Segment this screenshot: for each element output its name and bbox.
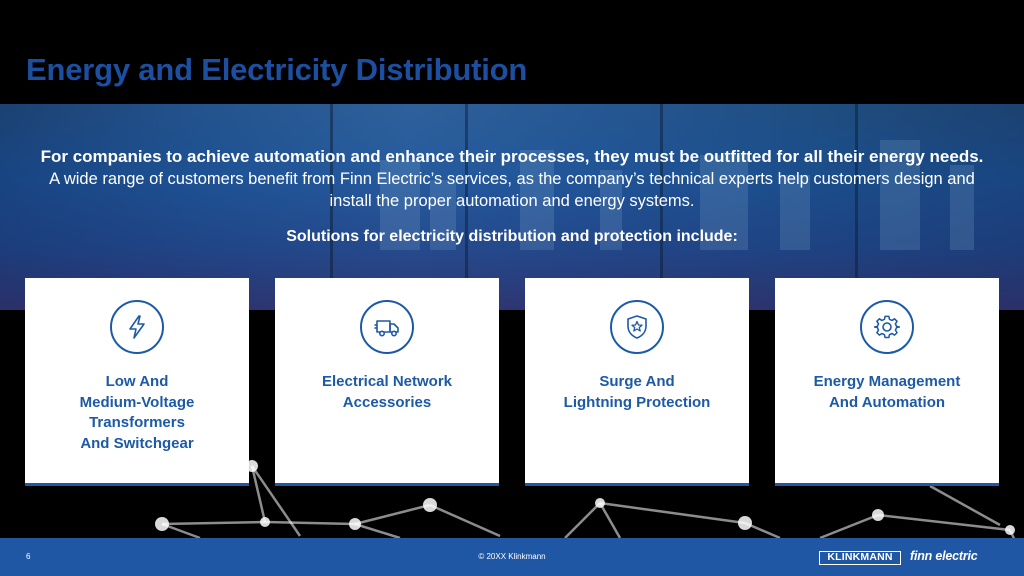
intro-body-text: A wide range of customers benefit from F… — [49, 170, 975, 210]
card-energy-management: Energy Management And Automation — [775, 278, 999, 486]
card-icon-circle — [110, 300, 164, 354]
gear-icon — [874, 315, 900, 339]
delivery-truck-icon — [374, 320, 399, 337]
copyright-text: © 20XX Klinkmann — [478, 552, 546, 561]
solutions-subheading: Solutions for electricity distribution a… — [286, 228, 738, 245]
finn-electric-logo: finn electric — [910, 549, 978, 563]
lightning-icon — [129, 315, 145, 339]
shield-star-icon — [627, 315, 647, 339]
klinkmann-logo: KLINKMANN — [819, 551, 901, 565]
hero-background-image — [0, 104, 1024, 310]
title-bar: Energy and Electricity Distribution — [0, 0, 1024, 104]
page-number: 6 — [26, 552, 31, 561]
card-label: Electrical Network Accessories — [321, 373, 453, 411]
card-label: Energy Management And Automation — [813, 373, 961, 411]
slide-title: Energy and Electricity Distribution — [26, 52, 528, 87]
card-transformers: Low And Medium-Voltage Transformers And … — [25, 278, 249, 486]
card-icon-circle — [860, 300, 914, 354]
card-icon-circle — [610, 300, 664, 354]
footer-bar: 6 © 20XX Klinkmann KLINKMANN finn electr… — [0, 538, 1024, 576]
card-network-accessories: Electrical Network Accessories — [275, 278, 499, 486]
intro-bold-text: For companies to achieve automation and … — [40, 147, 984, 166]
card-label: Low And Medium-Voltage Transformers And … — [79, 373, 195, 452]
card-label: Surge And Lightning Protection — [563, 373, 711, 411]
card-surge-protection: Surge And Lightning Protection — [525, 278, 749, 486]
intro-paragraph: For companies to achieve automation and … — [40, 146, 984, 212]
card-icon-circle — [360, 300, 414, 354]
